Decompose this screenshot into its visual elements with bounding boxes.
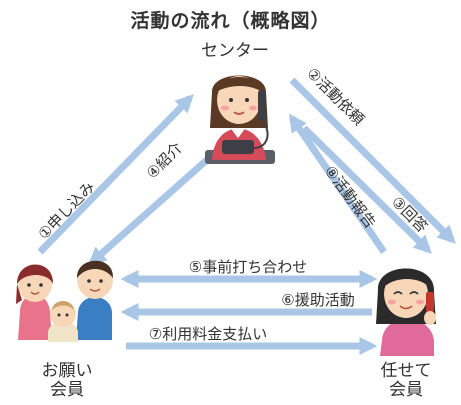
arrow-s1 [37, 94, 194, 255]
arrow-s4 [87, 147, 221, 266]
diagram-title: 活動の流れ（概略図） [130, 10, 331, 32]
center-operator-illustration [205, 75, 275, 164]
arrow-s2 [289, 77, 456, 244]
requester-family-illustration [16, 260, 114, 342]
step-1-label: ①申し込み [34, 178, 98, 243]
provider-node-label: 任せて 会員 [358, 362, 454, 400]
provider-label-line-2: 会員 [389, 380, 423, 400]
requester-label-line-1: お願い [41, 361, 93, 381]
arrows [37, 77, 456, 356]
provider-woman-illustration [376, 268, 436, 356]
requester-label-line-2: 会員 [50, 380, 84, 400]
step-7-label: ⑦利用料金支払い [149, 325, 267, 343]
arrow-s8 [288, 113, 387, 254]
step-4-label: ④紹介 [143, 139, 186, 183]
step-6-label: ⑥援助活動 [281, 291, 354, 309]
requester-node-label: お願い 会員 [22, 362, 112, 400]
step-5-label: ⑤事前打ち合わせ [189, 258, 307, 276]
arrow-s3 [301, 125, 432, 254]
provider-label-line-1: 任せて [380, 361, 432, 381]
center-node-label: センター [201, 41, 269, 61]
